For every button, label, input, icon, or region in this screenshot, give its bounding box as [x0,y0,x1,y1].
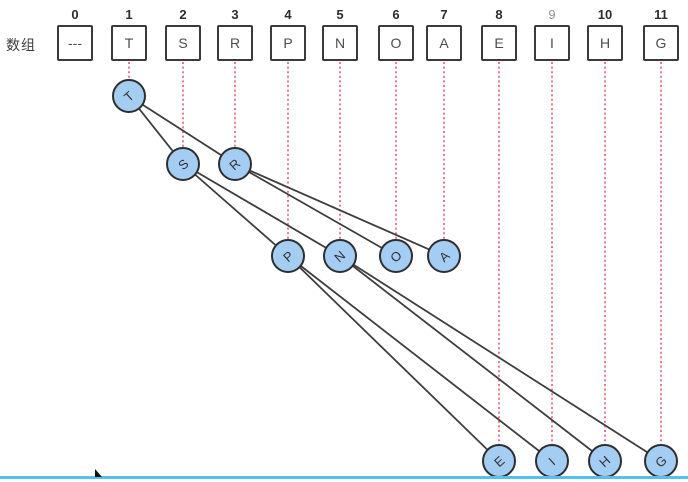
tree-node-S: S [166,147,200,181]
tree-node-letter: S [174,155,192,173]
tree-node-letter: T [121,87,137,105]
tree-node-letter: N [331,247,349,265]
tree-node-letter: E [490,452,508,470]
tree-node-G: G [644,444,678,478]
tree-node-letter: P [279,247,297,265]
mouse-cursor [95,469,102,477]
tree-node-R: R [218,147,252,181]
array-index-label: 6 [392,7,400,22]
tree-edge-line [182,163,341,257]
tree-edge-line [287,255,500,462]
tree-node-A: A [427,239,461,273]
array-cell-box: H [587,25,623,61]
tree-node-letter: G [652,452,670,470]
array-column-0: 0 --- [57,4,93,61]
tree-edge-line [339,255,606,462]
array-index-label: 7 [440,7,448,22]
array-index-label: 10 [597,7,613,22]
array-index-label: 2 [179,7,187,22]
array-cell-box: N [322,25,358,61]
array-index-label: 0 [71,7,79,22]
tree-node-E: E [482,444,516,478]
tree-node-T: T [112,79,146,113]
tree-node-letter: A [435,247,453,265]
array-cell-box: P [270,25,306,61]
array-index-label: 3 [231,7,239,22]
tree-node-letter: I [545,454,559,468]
tree-node-P: P [271,239,305,273]
array-index-label: 11 [654,7,668,22]
tree-node-H: H [588,444,622,478]
tree-edge-line [287,255,553,462]
array-cell-box: R [217,25,253,61]
array-index-label: 5 [336,7,344,22]
array-cell-box: E [481,25,517,61]
tree-node-O: O [379,239,413,273]
bottom-progress-line [0,476,688,479]
array-index-label: 8 [495,7,503,22]
array-cell-box: O [378,25,414,61]
tree-edge-line [339,255,662,462]
array-index-label: 9 [548,7,556,22]
array-index-label: 1 [125,7,133,22]
tree-edge-line [234,163,397,257]
tree-node-I: I [535,444,569,478]
tree-node-letter: H [596,452,614,470]
array-index-label: 4 [284,7,292,22]
tree-node-letter: R [226,155,244,173]
array-cell-box: G [643,25,679,61]
tree-node-N: N [323,239,357,273]
array-cell-box: I [534,25,570,61]
tree-node-letter: O [387,247,405,265]
array-label: 数组 [6,37,36,53]
array-cell-box: T [111,25,147,61]
array-cell-box: A [426,25,462,61]
array-cell-box: --- [57,25,93,61]
array-cell-box: S [165,25,201,61]
